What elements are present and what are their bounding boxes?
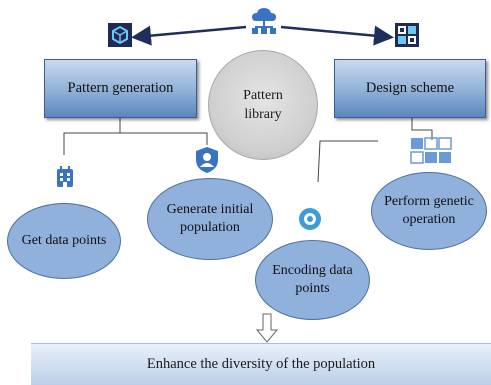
connector-right-b (317, 140, 378, 183)
cloud-network-icon (249, 6, 279, 36)
encoding-data-points-oval: Encoding data points (255, 240, 370, 320)
generate-pop-line2: population (180, 220, 240, 235)
building-icon (55, 166, 75, 188)
encoding-line1: Encoding data (272, 263, 353, 278)
cube-app-icon (107, 22, 133, 48)
connector-left (63, 118, 121, 155)
user-shield-icon (194, 146, 220, 174)
get-data-points-text: Get data points (21, 233, 107, 248)
tiles-icon (410, 137, 454, 165)
connector-right (411, 118, 433, 140)
generate-pop-line1: Generate initial (166, 202, 254, 217)
design-scheme-box: Design scheme (334, 59, 486, 118)
bottom-banner-text: Enhance the diversity of the population (146, 356, 376, 372)
library-line1: Pattern (243, 88, 283, 103)
library-line2: library (244, 107, 282, 122)
get-data-points-oval: Get data points (7, 203, 121, 279)
pattern-library-circle: Pattern library (208, 50, 318, 160)
genetic-line1: Perform genetic (384, 194, 474, 209)
hollow-down-arrow-icon (256, 313, 278, 343)
arrow-to-grid (280, 25, 394, 46)
connector-left-b (120, 132, 208, 145)
grid-blocks-icon (394, 22, 420, 48)
target-gear-icon (298, 207, 322, 231)
genetic-line2: operation (402, 212, 456, 227)
bottom-banner: Enhance the diversity of the population (31, 343, 491, 385)
genetic-operation-oval: Perform genetic operation (371, 172, 487, 250)
encoding-line2: points (295, 281, 330, 296)
generate-population-oval: Generate initial population (147, 178, 273, 260)
arrow-to-cube (131, 25, 247, 46)
pattern-generation-box: Pattern generation (44, 59, 197, 118)
